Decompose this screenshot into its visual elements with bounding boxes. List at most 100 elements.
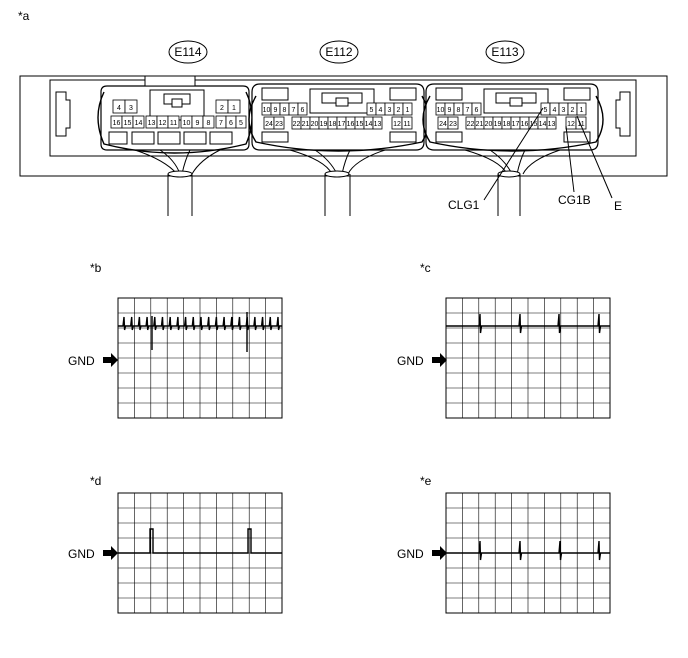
pin-number: 19	[494, 121, 502, 128]
pin-number: 8	[207, 120, 211, 127]
pin-number: 22	[467, 121, 475, 128]
pin-number: 18	[503, 121, 511, 128]
pin-number: 15	[356, 121, 364, 128]
wire-harness-e114	[134, 149, 221, 216]
pin-cell	[447, 116, 459, 130]
pin-cell	[202, 115, 215, 129]
pin-number: 2	[220, 105, 224, 112]
pin-number: 5	[239, 120, 243, 127]
svg-text:GND: GND	[68, 354, 95, 368]
pin-number: 5	[544, 107, 548, 114]
pin-number: 7	[292, 107, 296, 114]
pin-number: 12	[393, 121, 401, 128]
right-mount-clip	[615, 91, 631, 137]
pin-number: 9	[274, 107, 278, 114]
pin-cell	[575, 116, 587, 130]
pin-number: 7	[466, 107, 470, 114]
pin-cell	[576, 102, 587, 116]
pin-number: 18	[329, 121, 337, 128]
figure-label-a: *a	[18, 9, 30, 23]
pin-number: 13	[548, 121, 556, 128]
pin-number: 4	[553, 107, 557, 114]
pin-cell	[124, 99, 138, 114]
pin-number: 15	[124, 120, 132, 127]
pin-number: 17	[512, 121, 520, 128]
pin-cell	[401, 116, 413, 130]
pin-number: 24	[265, 121, 273, 128]
pin-number: 17	[338, 121, 346, 128]
pin-number: 10	[263, 107, 271, 114]
pin-number: 6	[301, 107, 305, 114]
svg-text:E113: E113	[491, 45, 518, 59]
pin-cell	[372, 116, 383, 130]
figure-label-b: *b	[90, 261, 102, 275]
svg-text:GND: GND	[68, 547, 95, 561]
pin-number: 21	[302, 121, 310, 128]
waveform-grid-c	[445, 297, 611, 419]
waveform-trace-b	[118, 316, 282, 331]
pin-cell	[132, 115, 145, 129]
waveform-trace-d	[118, 528, 282, 554]
pin-number: 13	[374, 121, 382, 128]
svg-text:GND: GND	[397, 354, 424, 368]
pin-number: 10	[437, 107, 445, 114]
gnd-marker-b: GND	[68, 353, 118, 368]
terminal-label-clg1: CLG1	[448, 198, 480, 212]
waveform-trace-e	[446, 540, 610, 561]
pin-cell	[297, 102, 308, 116]
waveform-trace-c	[446, 313, 610, 334]
pin-number: 11	[403, 121, 410, 128]
pin-number: 1	[406, 107, 410, 114]
pin-number: 12	[567, 121, 575, 128]
pin-number: 2	[397, 107, 401, 114]
pin-number: 22	[293, 121, 301, 128]
pin-number: 14	[365, 121, 373, 128]
pin-cell	[235, 115, 247, 129]
pin-number: 10	[183, 120, 191, 127]
figure-label-d: *d	[90, 474, 101, 488]
pin-cell	[546, 116, 557, 130]
pin-number: 7	[219, 120, 223, 127]
pin-cell	[402, 102, 413, 116]
pin-number: 16	[521, 121, 529, 128]
pin-number: 14	[135, 120, 143, 127]
pin-number: 3	[562, 107, 566, 114]
pin-cell	[471, 102, 482, 116]
connector-e114-bubble: E114	[168, 40, 208, 64]
svg-text:E112: E112	[325, 45, 352, 59]
pin-cell	[227, 99, 241, 114]
pin-number: 2	[571, 107, 575, 114]
pin-number: 16	[113, 120, 121, 127]
figure-label-c: *c	[420, 261, 431, 275]
terminal-label-cg1b: CG1B	[558, 193, 591, 207]
gnd-marker-d: GND	[68, 546, 118, 561]
pin-number: 1	[580, 107, 584, 114]
pin-number: 8	[457, 107, 461, 114]
connector-e113-bubble: E113	[485, 40, 525, 64]
pin-number: 12	[159, 120, 167, 127]
pin-number: 21	[476, 121, 484, 128]
left-mount-clip	[55, 91, 71, 137]
pin-number: 6	[475, 107, 479, 114]
figure-label-e: *e	[420, 474, 432, 488]
wire-harness-e112	[289, 149, 386, 216]
pin-number: 16	[347, 121, 355, 128]
pin-number: 24	[439, 121, 447, 128]
pin-cell	[167, 115, 180, 129]
pin-number: 15	[530, 121, 538, 128]
terminal-label-e: E	[614, 199, 622, 213]
wire-harness-e113	[464, 149, 561, 216]
pin-number: 5	[370, 107, 374, 114]
gnd-marker-e: GND	[397, 546, 447, 561]
pin-cell	[273, 116, 285, 130]
pin-number: 20	[485, 121, 493, 128]
pin-number: 23	[275, 121, 283, 128]
gnd-marker-c: GND	[397, 353, 447, 368]
pin-number: 1	[232, 105, 236, 112]
pin-number: 4	[117, 105, 121, 112]
pin-number: 3	[388, 107, 392, 114]
connector-e112-bubble: E112	[319, 40, 359, 64]
